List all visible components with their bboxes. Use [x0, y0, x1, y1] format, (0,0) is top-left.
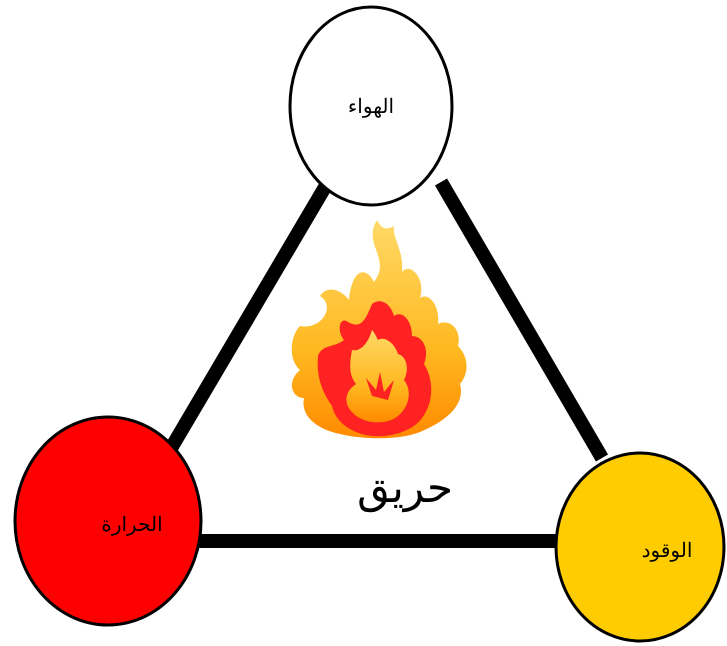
node-air: الهواء: [288, 5, 454, 207]
node-fuel-label: الوقود: [642, 538, 693, 562]
triangle-edges: [163, 178, 609, 548]
node-fuel-circle: [554, 451, 726, 643]
edge-air-fuel: [434, 178, 609, 462]
node-air-circle: [288, 5, 454, 207]
node-fuel: الوقود: [554, 451, 726, 643]
node-air-label: الهواء: [348, 94, 394, 118]
fire-icon: [291, 220, 467, 439]
flame-spark: [366, 372, 394, 400]
node-heat-circle: [13, 415, 203, 627]
node-heat: الحرارة: [13, 415, 203, 627]
center-label: حريق: [357, 463, 453, 513]
node-heat-label: الحرارة: [101, 512, 162, 536]
flame-core: [346, 330, 409, 423]
edge-air-heat: [163, 178, 335, 454]
